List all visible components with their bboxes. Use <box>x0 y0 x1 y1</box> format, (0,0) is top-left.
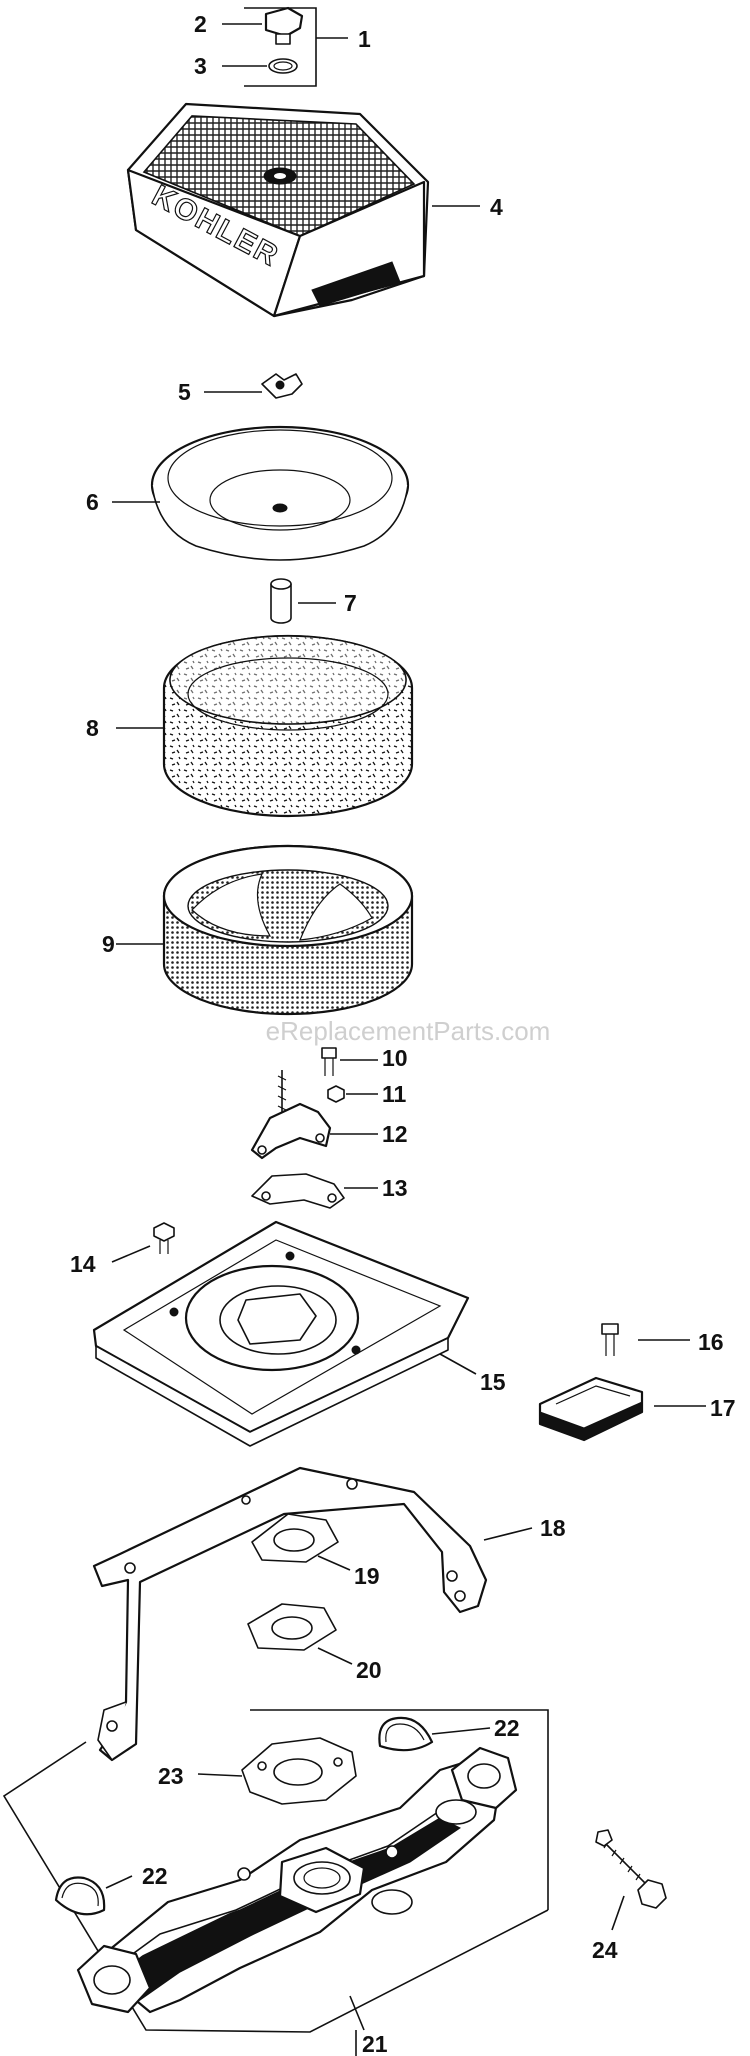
callout-11: 11 <box>382 1081 407 1107</box>
callout-1: 1 <box>358 26 371 52</box>
callout-13: 13 <box>382 1175 408 1201</box>
callout-22-lower: 22 <box>142 1863 168 1889</box>
callout-19: 19 <box>354 1563 380 1589</box>
callout-9: 9 <box>102 931 115 957</box>
part-7-spacer-tube <box>270 578 336 624</box>
watermark-text: eReplacementParts.com <box>266 1016 551 1046</box>
callout-21: 21 <box>362 2031 388 2056</box>
callout-10: 10 <box>382 1045 408 1071</box>
part-1-knob-assembly <box>222 6 348 87</box>
part-17-breather-cover <box>538 1376 706 1442</box>
callout-15: 15 <box>480 1369 506 1395</box>
part-18-bracket <box>92 1466 533 1762</box>
callout-23: 23 <box>158 1763 184 1789</box>
callout-4: 4 <box>490 194 503 220</box>
part-15-base-plate <box>92 1220 477 1447</box>
callout-20: 20 <box>356 1657 382 1683</box>
part-12-stud-bracket <box>250 1070 378 1160</box>
callout-12: 12 <box>382 1121 408 1147</box>
part-9-filter-element <box>116 844 414 1016</box>
part-11-nut <box>327 1085 378 1103</box>
part-5-wing-nut <box>204 373 303 399</box>
callout-7: 7 <box>344 590 357 616</box>
callout-24: 24 <box>592 1937 618 1963</box>
part-8-precleaner <box>116 634 414 818</box>
callout-2: 2 <box>194 11 207 37</box>
part-10-screw <box>321 1047 378 1076</box>
callout-14: 14 <box>70 1251 96 1277</box>
part-16-bolt <box>601 1323 690 1356</box>
part-13-gasket <box>251 1173 378 1209</box>
part-6-element-cover <box>112 425 410 561</box>
callout-22-upper: 22 <box>494 1715 520 1741</box>
part-22-seal-lower <box>54 1875 133 1916</box>
callout-3: 3 <box>194 53 207 79</box>
part-24-bolt <box>595 1829 667 1931</box>
callout-8: 8 <box>86 715 99 741</box>
part-21-intake-manifold <box>2 1709 549 2056</box>
callout-6: 6 <box>86 489 99 515</box>
callout-17: 17 <box>710 1395 736 1421</box>
callout-labels: 1 2 3 4 5 6 7 8 9 10 11 12 13 14 15 16 1… <box>70 11 736 2056</box>
part-22-seal-upper <box>378 1716 491 1752</box>
part-4-air-cleaner-cover: KOHLER <box>126 102 480 318</box>
part-14-screw <box>111 1222 175 1263</box>
part-23-gasket <box>197 1737 357 1805</box>
callout-18: 18 <box>540 1515 566 1541</box>
callout-5: 5 <box>178 379 191 405</box>
part-20-gasket <box>247 1603 353 1665</box>
part-19-gasket <box>251 1513 351 1571</box>
callout-16: 16 <box>698 1329 724 1355</box>
